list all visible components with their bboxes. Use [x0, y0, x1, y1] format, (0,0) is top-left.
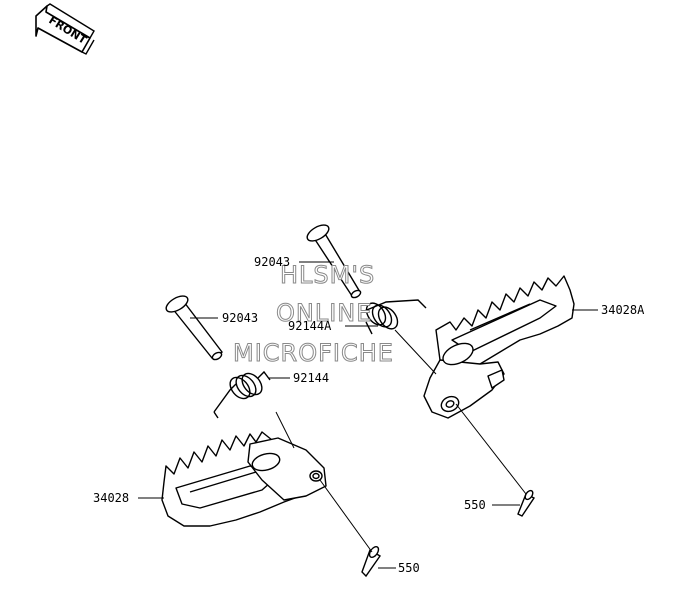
watermark-line-1: HLSM'S	[279, 261, 376, 289]
cotter-pin-right	[517, 489, 536, 517]
footpeg-right	[423, 275, 575, 419]
label-pivot-pin-upper: 92043	[254, 255, 291, 269]
return-spring-left	[213, 370, 271, 419]
label-cotter-pin-left: 550	[398, 561, 420, 575]
return-spring-right	[361, 299, 427, 335]
label-pivot-pin-lower: 92043	[222, 311, 259, 325]
pivot-pin-lower	[165, 295, 224, 361]
pivot-pin-upper	[306, 224, 362, 299]
label-cotter-pin-right: 550	[464, 498, 486, 512]
cotter-pin-left	[361, 545, 382, 578]
front-direction-arrow-icon: FRONT	[35, 3, 95, 55]
label-return-spring-right: 92144A	[288, 319, 332, 333]
watermark-line-2: ONLINE	[275, 299, 373, 327]
leader-lines	[138, 261, 598, 569]
watermark-line-3: MICROFICHE	[233, 339, 394, 367]
footpeg-left	[161, 431, 327, 527]
label-footpeg-right: 34028A	[601, 303, 645, 317]
label-return-spring-left: 92144	[293, 371, 330, 385]
label-footpeg-left: 34028	[93, 491, 130, 505]
